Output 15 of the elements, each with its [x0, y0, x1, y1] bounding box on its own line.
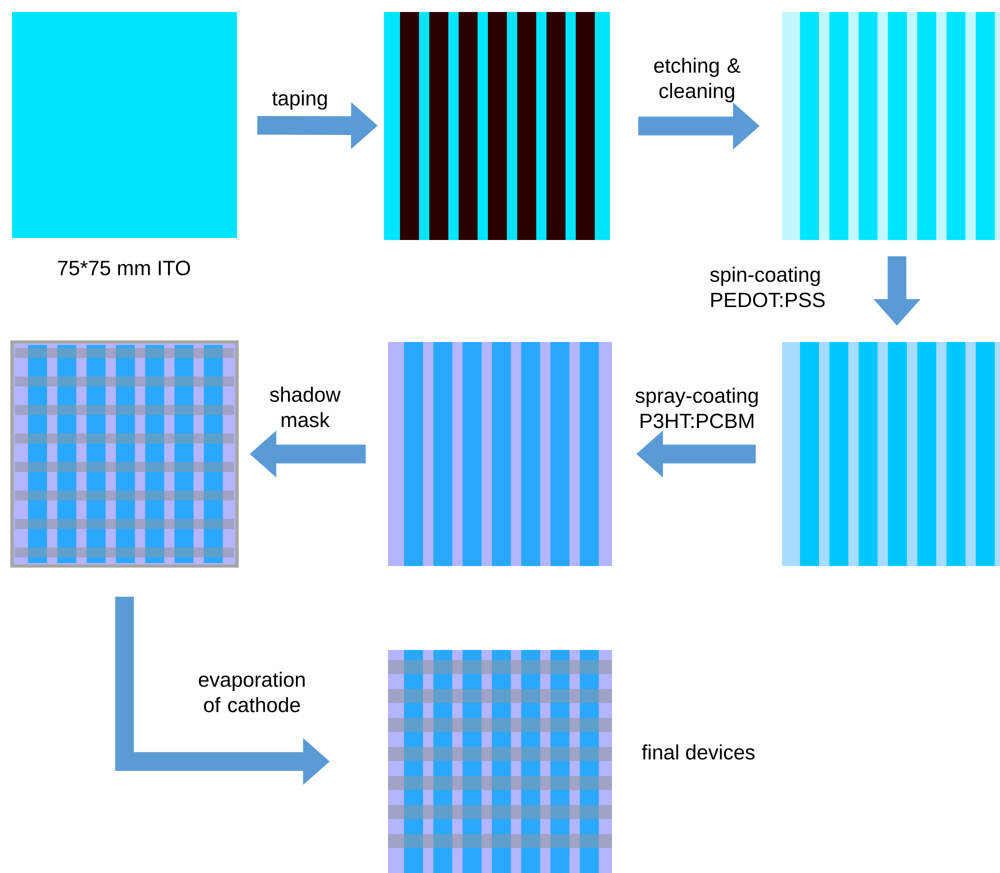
edge-label: evaporation of cathode	[198, 672, 305, 712]
substrate-drawing	[12, 12, 237, 238]
node-label: 75*75 mm ITO	[58, 260, 190, 276]
substrate-drawing	[388, 650, 612, 873]
substrate-drawing	[388, 342, 612, 566]
edge-label: taping	[272, 90, 327, 110]
substrate-drawing	[782, 342, 1000, 566]
substrate-drawing	[782, 12, 1000, 240]
substrate-drawing	[10, 340, 239, 568]
edge-label: spray-coating P3HT:PCBM	[636, 388, 758, 428]
edge-label: etching & cleaning	[654, 58, 740, 102]
edge-label: spin-coating PEDOT:PSS	[710, 266, 825, 308]
substrate-drawing	[384, 12, 610, 240]
node-label: final devices	[642, 744, 755, 760]
edge-label: shadow mask	[270, 386, 341, 428]
